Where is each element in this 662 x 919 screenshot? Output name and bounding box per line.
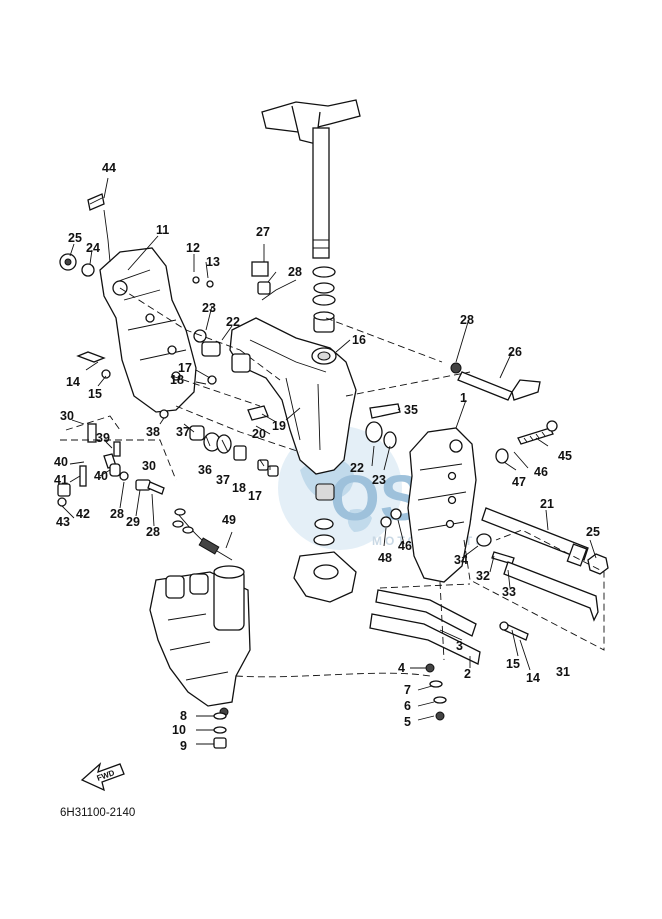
callout-37-right: 37 <box>216 473 230 487</box>
callout-12: 12 <box>186 241 200 255</box>
right-hardware <box>380 448 599 641</box>
callout-45: 45 <box>558 449 572 463</box>
callout-35: 35 <box>404 403 418 417</box>
dashed-lines <box>60 287 605 678</box>
callout-32: 32 <box>476 569 490 583</box>
clamp-bracket-left <box>99 247 197 413</box>
callout-25: 25 <box>68 231 82 245</box>
callout-2: 2 <box>464 667 471 681</box>
callout-18-top: 18 <box>170 373 184 387</box>
callout-15-left: 15 <box>88 387 102 401</box>
callout-4: 4 <box>398 661 405 675</box>
callout-43: 43 <box>56 515 70 529</box>
callout-17-top: 17 <box>178 361 192 375</box>
callout-29: 29 <box>126 515 140 529</box>
callout-30-left: 30 <box>60 409 74 423</box>
callout-6: 6 <box>404 699 411 713</box>
callout-22-left: 22 <box>226 315 240 329</box>
callout-23-left: 23 <box>202 301 216 315</box>
callout-14-right: 14 <box>526 671 540 685</box>
callout-46-left: 46 <box>398 539 412 553</box>
callout-9: 9 <box>180 739 187 753</box>
callout-25-right: 25 <box>586 525 600 539</box>
callout-20: 20 <box>252 427 266 441</box>
callout-42: 42 <box>76 507 90 521</box>
callout-36: 36 <box>198 463 212 477</box>
bolt-35 <box>369 403 401 419</box>
callout-31: 31 <box>556 665 570 679</box>
callout-22-right: 22 <box>350 461 364 475</box>
tilt-tube <box>481 507 609 575</box>
callout-23-right: 23 <box>372 473 386 487</box>
callout-30-right: 30 <box>142 459 156 473</box>
callout-8: 8 <box>180 709 187 723</box>
swivel-bracket <box>229 317 357 475</box>
fwd-arrow: FWD <box>80 762 125 792</box>
leader-lines <box>61 177 597 745</box>
callout-28-low: 28 <box>146 525 160 539</box>
callout-47: 47 <box>512 475 526 489</box>
callout-28-top: 28 <box>288 265 302 279</box>
callout-39: 39 <box>96 431 110 445</box>
callout-17-low: 17 <box>248 489 262 503</box>
callout-28-lowleft: 28 <box>110 507 124 521</box>
callout-labels: 44 25 24 11 12 13 27 28 23 22 16 28 26 1… <box>54 161 600 753</box>
callout-46-right: 46 <box>534 465 548 479</box>
shaft-bushings <box>312 266 336 333</box>
callout-37-left: 37 <box>176 425 190 439</box>
callout-40-left: 40 <box>54 455 68 469</box>
callout-34: 34 <box>454 553 468 567</box>
decal-44 <box>87 193 105 211</box>
callout-27: 27 <box>256 225 270 239</box>
center-hardware <box>247 261 397 477</box>
callout-24: 24 <box>86 241 100 255</box>
lower-mount <box>293 483 357 603</box>
callout-41: 41 <box>54 473 68 487</box>
callout-11: 11 <box>156 223 169 237</box>
callout-16: 16 <box>352 333 366 347</box>
callout-26: 26 <box>508 345 522 359</box>
callout-1: 1 <box>460 391 467 405</box>
callout-15-right: 15 <box>506 657 520 671</box>
callout-19: 19 <box>272 419 286 433</box>
bottom-hardware <box>213 712 227 749</box>
lower-left-hardware <box>57 423 165 507</box>
callout-48: 48 <box>378 551 392 565</box>
callout-10: 10 <box>172 723 186 737</box>
steering-arm-shaft <box>261 99 361 259</box>
anode-plates <box>369 589 481 721</box>
callout-13: 13 <box>206 255 220 269</box>
callout-44: 44 <box>102 161 116 175</box>
callout-38: 38 <box>146 425 160 439</box>
callout-5: 5 <box>404 715 411 729</box>
callout-40-right: 40 <box>94 469 108 483</box>
tilt-lever-rod <box>450 362 541 401</box>
tilt-cylinder-unit <box>149 565 251 717</box>
callout-18-low: 18 <box>232 481 246 495</box>
bolt-45 <box>517 420 558 445</box>
callout-14-left: 14 <box>66 375 80 389</box>
hose-49 <box>172 508 233 561</box>
callout-28-right: 28 <box>460 313 474 327</box>
callout-7: 7 <box>404 683 411 697</box>
callout-3: 3 <box>456 639 463 653</box>
drawing-code: 6H31100-2140 <box>60 807 135 819</box>
left-hardware <box>59 253 251 461</box>
callout-33: 33 <box>502 585 516 599</box>
callout-21: 21 <box>540 497 554 511</box>
callout-49: 49 <box>222 513 236 527</box>
